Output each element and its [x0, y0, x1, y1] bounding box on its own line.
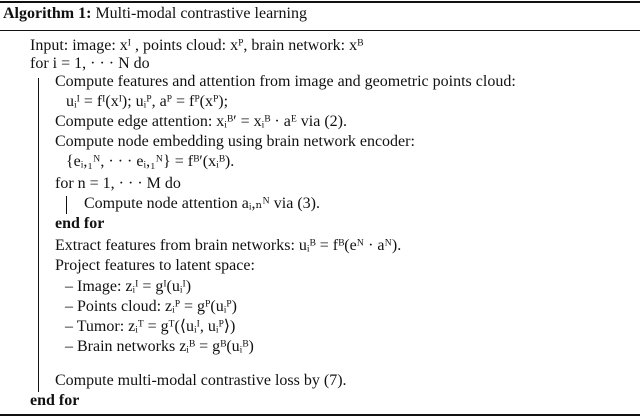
input-line: Input: image: xᴵ , points cloud: xᴾ, bra…: [30, 37, 364, 54]
header-rule: [0, 30, 640, 31]
project-tumor: – Tumor: zᵢᵀ = gᵀ(⟨uᵢᴵ, uᵢᴾ⟩): [65, 318, 236, 335]
project-image: – Image: zᵢᴵ = gᴵ(uᵢᴵ): [65, 278, 192, 295]
project-brain-networks: – Brain networks zᵢᴮ = gᴮ(uᵢᴮ): [65, 338, 254, 355]
step-contrastive-loss: Compute multi-modal contrastive loss by …: [55, 372, 347, 389]
inner-loop-bar: [66, 196, 67, 214]
step-extract-features: Extract features from brain networks: uᵢ…: [55, 237, 402, 254]
algorithm-label: Algorithm 1:: [3, 5, 92, 22]
project-points-cloud: – Points cloud: zᵢᴾ = gᴾ(uᵢᴾ): [65, 298, 237, 315]
outer-end-for: end for: [30, 392, 80, 409]
step-node-embedding: Compute node embedding using brain netwo…: [55, 133, 415, 150]
inner-for-loop-header: for n = 1, · · · M do: [55, 175, 181, 192]
bottom-rule: [0, 414, 640, 416]
outer-loop-bar: [38, 78, 39, 392]
inner-end-for: end for: [55, 215, 105, 232]
top-rule: [0, 1, 640, 3]
step-edge-attention: Compute edge attention: xᵢᴮ′ = xᵢᴮ · aᴱ …: [55, 113, 347, 130]
step-project-features: Project features to latent space:: [55, 257, 255, 274]
algorithm-title: Multi-modal contrastive learning: [95, 5, 307, 22]
step-embedding-equation: {eᵢ,₁ᴺ, · · · eᵢ,₁ᴺ} = fᴮ′(xᵢᴮ).: [66, 153, 235, 170]
for-loop-header: for i = 1, · · · N do: [30, 55, 150, 72]
step-node-attention: Compute node attention aᵢ,ₙᴺ via (3).: [84, 195, 320, 212]
step-feature-equations: uᵢᴵ = fᴵ(xᴵ); uᵢᴾ, aᴾ = fᴾ(xᴾ);: [66, 93, 229, 110]
algorithm-header: Algorithm 1: Multi-modal contrastive lea…: [3, 6, 307, 22]
step-compute-features: Compute features and attention from imag…: [55, 73, 516, 90]
